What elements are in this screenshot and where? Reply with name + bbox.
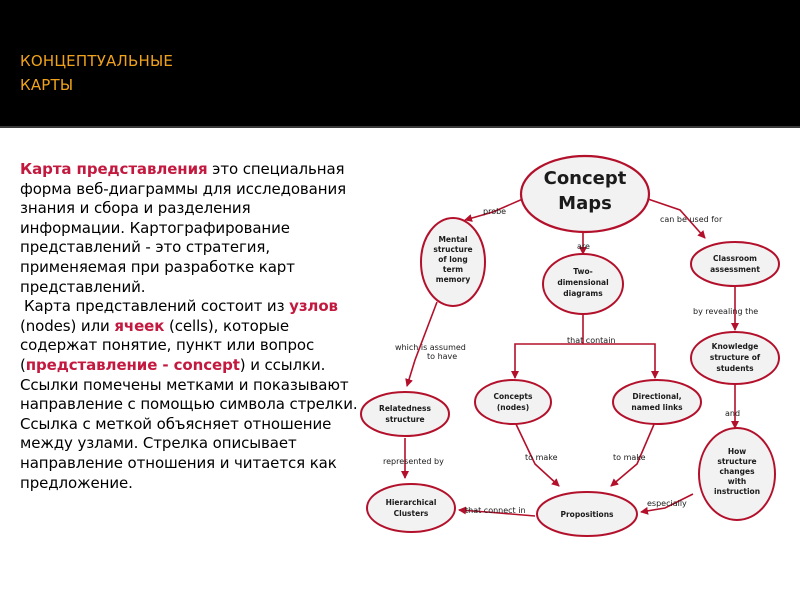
body-text-4: (cells), которые содержат понятие, пункт… [20, 316, 315, 374]
node-directional-line1: Directional, [632, 392, 681, 401]
node-concepts-line2: (nodes) [497, 403, 529, 412]
node-relatedness-line1: Relatedness [379, 404, 431, 413]
link-label-which-is-assumed-line1: which is assumed [395, 343, 466, 352]
node-how-line4: with [728, 477, 746, 486]
link-label-that-contain: that contain [567, 336, 615, 345]
concept-map-svg: Concept Maps Mental structure of long te… [360, 154, 780, 537]
node-how-line2: structure [717, 457, 756, 466]
term-cells: ячеек [114, 316, 165, 335]
link-label-probe: probe [483, 207, 506, 216]
link-label-represented-by: represented by [383, 457, 444, 466]
node-concept-maps-line2: Maps [558, 193, 612, 214]
node-concepts: Concepts (nodes) [474, 379, 552, 425]
arrow-howstructure-to-propositions [640, 493, 694, 515]
slide-title-line2: КАРТЫ [20, 76, 74, 94]
node-twodim-line1: Two- [573, 267, 593, 276]
body-text-1: это специальная форма веб-диаграммы для … [20, 160, 347, 296]
body-paragraph: Карта представления это специальная форм… [20, 160, 360, 493]
link-label-are: are [577, 242, 590, 251]
node-relatedness-line2: structure [385, 415, 424, 424]
node-classroom-line2: assessment [710, 265, 760, 274]
link-label-which-is-assumed-line2: to have [427, 352, 457, 361]
node-directional-links: Directional, named links [612, 379, 702, 425]
link-label-to-make-right: to make [613, 453, 646, 462]
node-propositions: Propositions [536, 491, 638, 537]
node-mental-line1: Mental [438, 235, 467, 244]
body-text-3: (nodes) или [20, 316, 115, 335]
concept-map-diagram: Concept Maps Mental structure of long te… [355, 146, 795, 600]
arrow-directional-to-propositions [610, 421, 656, 487]
link-label-to-make-left: to make [525, 453, 558, 462]
node-mental-line4: term [443, 265, 463, 274]
slide-title-line1: КОНЦЕПТУАЛЬНЫЕ [20, 52, 174, 70]
node-hierarchical-line1: Hierarchical [386, 498, 437, 507]
link-label-can-be-used-for: can be used for [660, 215, 723, 224]
arrow-mental-to-relatedness [405, 301, 438, 387]
term-concept-map: Карта представления [20, 160, 208, 178]
node-mental-line5: memory [436, 275, 471, 284]
body-text-2: Карта представлений состоит из [24, 297, 290, 316]
arrow-concept-to-mental [464, 197, 526, 222]
link-label-especially: especially [647, 499, 687, 508]
node-hierarchical-clusters: Hierarchical Clusters [366, 483, 456, 533]
header-divider [0, 126, 800, 128]
node-how-structure: How structure changes with instruction [698, 427, 776, 521]
slide-title: КОНЦЕПТУАЛЬНЫЕ КАРТЫ [20, 49, 280, 97]
node-directional-line2: named links [631, 403, 683, 412]
node-twodim-line3: diagrams [563, 289, 603, 298]
node-mental-line2: structure [433, 245, 472, 254]
link-label-that-connect-in: that connect in [465, 506, 526, 515]
body-text-5: ) и ссылки. Ссылки помечены метками и по… [20, 355, 358, 492]
node-concept-maps: Concept Maps [519, 154, 651, 234]
arrow-concepts-to-propositions [514, 421, 560, 487]
node-knowledge-line3: students [716, 364, 754, 373]
node-hierarchical-line2: Clusters [394, 509, 429, 518]
node-mental-structure: Mental structure of long term memory [420, 217, 486, 307]
node-classroom-line1: Classroom [713, 254, 757, 263]
node-concepts-line1: Concepts [494, 392, 533, 401]
arrow-split-right [583, 343, 659, 379]
node-knowledge-structure: Knowledge structure of students [690, 331, 780, 385]
link-label-and: and [725, 409, 740, 418]
link-label-by-revealing-the: by revealing the [693, 307, 758, 316]
node-concept-maps-line1: Concept [544, 168, 627, 189]
arrow-propositions-to-hierarchical [458, 506, 536, 517]
node-mental-line3: of long [438, 255, 467, 264]
term-nodes: узлов [289, 297, 338, 316]
node-how-line3: changes [719, 467, 755, 476]
node-knowledge-line2: structure of [710, 353, 761, 362]
node-how-line5: instruction [714, 487, 760, 496]
node-two-dimensional: Two- dimensional diagrams [542, 253, 624, 315]
node-classroom-assessment: Classroom assessment [690, 241, 780, 287]
node-knowledge-line1: Knowledge [712, 342, 759, 351]
arrow-concept-to-classroom [644, 197, 706, 239]
arrow-split-left [511, 343, 583, 379]
node-relatedness-structure: Relatedness structure [360, 391, 450, 437]
term-concept: представление - concept [25, 355, 240, 374]
slide-header: КОНЦЕПТУАЛЬНЫЕ КАРТЫ [0, 0, 800, 128]
node-how-line1: How [728, 447, 746, 456]
node-propositions-line1: Propositions [560, 510, 614, 519]
node-twodim-line2: dimensional [557, 278, 608, 287]
